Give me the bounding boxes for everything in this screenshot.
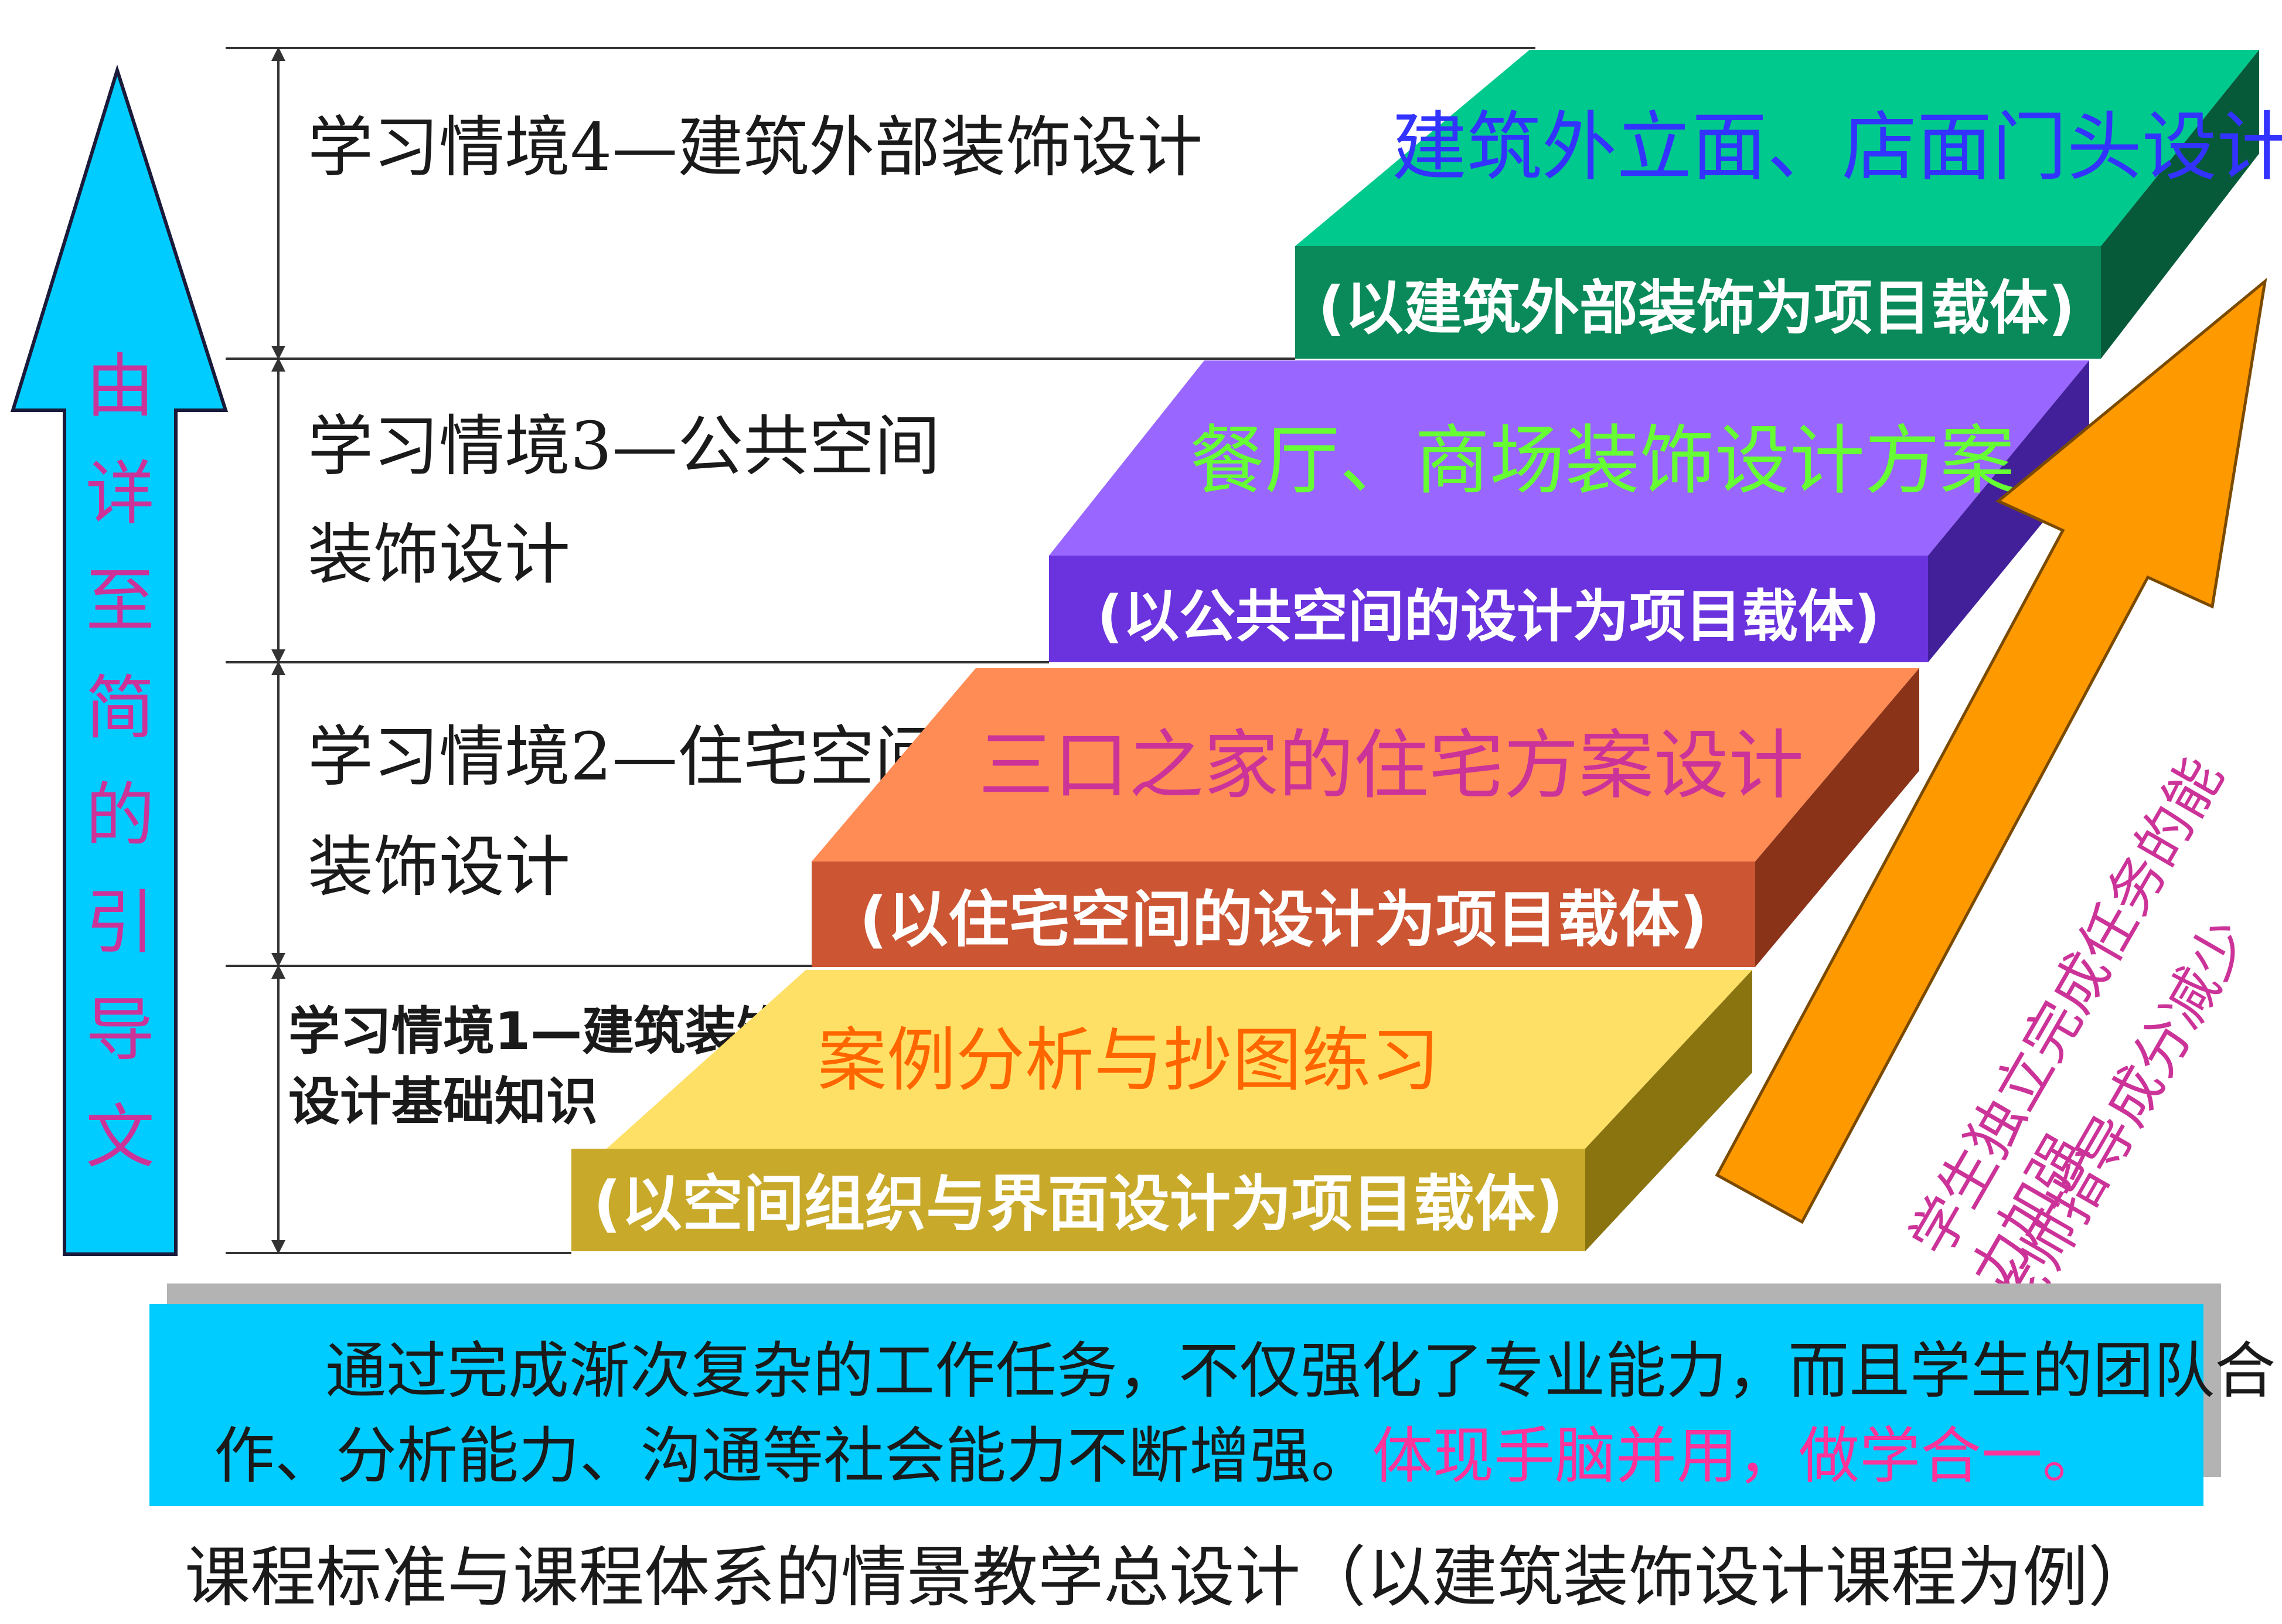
step-1: 案例分析与抄图练习 (以空间组织与界面设计为项目载体) — [571, 970, 1752, 1251]
guidance-arrow-char: 至 — [86, 560, 155, 641]
guidance-arrow-char: 由 — [86, 346, 155, 427]
situation-3-label-line2: 装饰设计 — [308, 517, 570, 593]
situation-labels: 学习情境4—建筑外部装饰设计 学习情境3—公共空间 装饰设计 学习情境2—住宅空… — [288, 110, 1203, 1132]
step-1-front — [571, 1149, 1585, 1251]
guidance-arrow-char: 详 — [86, 453, 155, 534]
level-separators — [226, 47, 1535, 1254]
step-3-subtitle: (以公共空间的设计为项目载体) — [1097, 584, 1880, 649]
guidance-arrow-shape — [10, 64, 229, 1256]
step-2: 三口之家的住宅方案设计 (以住宅空间的设计为项目载体) — [812, 668, 1919, 967]
step-3: 餐厅、商场装饰设计方案 (以公共空间的设计为项目载体) — [1049, 360, 2089, 662]
step-2-title: 三口之家的住宅方案设计 — [979, 722, 1804, 809]
step-1-title: 案例分析与抄图练习 — [818, 1020, 1440, 1101]
situation-4-label: 学习情境4—建筑外部装饰设计 — [308, 110, 1203, 186]
guidance-arrow-char: 文 — [86, 1097, 155, 1177]
step-2-side — [1755, 668, 1919, 967]
step-3-top — [1049, 360, 2089, 556]
step-4: 建筑外立面、店面门头设计 (以建筑外部装饰为项目载体) — [1295, 50, 2282, 359]
situation-2-label-line2: 装饰设计 — [308, 829, 570, 905]
step-1-top — [607, 970, 1752, 1149]
step-4-top — [1295, 50, 2259, 246]
step-2-top — [812, 668, 1919, 862]
guidance-arrow-char: 导 — [86, 989, 155, 1070]
step-4-title: 建筑外立面、店面门头设计 — [1392, 104, 2282, 191]
step-2-front — [812, 862, 1755, 967]
summary-box: 通过完成渐次复杂的工作任务，不仅强化了专业能力，而且学生的团队合 作、分析能力、… — [149, 1283, 2276, 1506]
summary-highlight: 体现手脑并用，做学合一。 — [1372, 1420, 2103, 1492]
step-4-front — [1295, 246, 2101, 359]
situation-1-label-line1: 学习情境1—建筑装饰 — [288, 1001, 788, 1061]
progress-arrow-shape — [1715, 277, 2267, 1224]
step-4-side — [2101, 50, 2259, 359]
diagram-caption: 课程标准与课程体系的情景教学总设计（以建筑装饰设计课程为例） — [185, 1540, 2154, 1616]
guidance-arrow: 由详至简的引导文 — [10, 64, 229, 1256]
step-3-front — [1049, 556, 1928, 662]
guidance-arrow-char: 引 — [86, 882, 155, 963]
guidance-arrow-char: 简 — [86, 668, 155, 748]
step-2-subtitle: (以住宅空间的设计为项目载体) — [859, 884, 1707, 955]
situation-2-label-line1: 学习情境2—住宅空间 — [308, 719, 940, 795]
step-3-side — [1928, 360, 2089, 662]
summary-box-background — [149, 1304, 2203, 1506]
summary-line1: 通过完成渐次复杂的工作任务，不仅强化了专业能力，而且学生的团队合 — [325, 1335, 2276, 1407]
guidance-arrow-text: 由详至简的引导文 — [86, 346, 155, 1177]
step-3-title: 餐厅、商场装饰设计方案 — [1190, 417, 2015, 505]
step-4-subtitle: (以建筑外部装饰为项目载体) — [1318, 274, 2075, 342]
situation-1-label-line2: 设计基础知识 — [288, 1071, 598, 1132]
summary-line2-text: 作、分析能力、沟通等社会能力不断增强。 — [214, 1420, 1372, 1492]
summary-line2: 作、分析能力、沟通等社会能力不断增强。体现手脑并用，做学合一。 — [214, 1420, 2103, 1492]
step-1-subtitle: (以空间组织与界面设计为项目载体) — [593, 1168, 1563, 1240]
guidance-arrow-char: 的 — [86, 775, 155, 856]
step-1-side — [1585, 970, 1752, 1251]
situation-3-label-line1: 学习情境3—公共空间 — [308, 408, 940, 485]
